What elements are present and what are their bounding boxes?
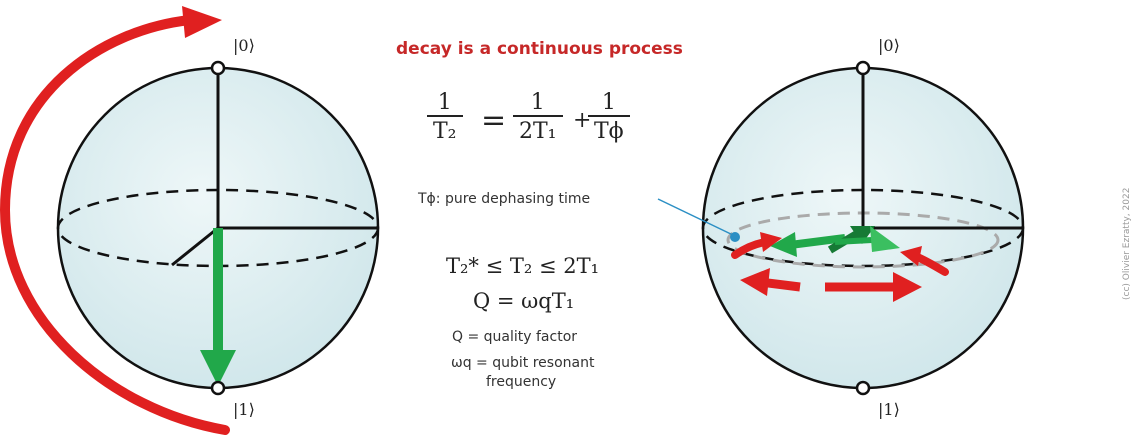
formula-equals: =: [481, 103, 507, 138]
right-top-state-label: |0⟩: [878, 36, 900, 55]
t2-numerator: 1: [437, 90, 452, 115]
left-bottom-state-label: |1⟩: [233, 400, 255, 419]
t1-numerator: 1: [530, 90, 545, 115]
left-pole-top: [210, 60, 226, 76]
phase-spread-arrows: [731, 232, 949, 302]
tphi-numerator: 1: [601, 90, 616, 115]
right-bloch-sphere: [657, 60, 1025, 396]
left-y-axis: [171, 226, 219, 267]
right-pole-bottom: [855, 380, 871, 396]
right-bottom-state-label: |1⟩: [878, 400, 900, 419]
quality-definition: Q = quality factor: [452, 329, 578, 345]
tphi-fraction: 1 Tϕ: [588, 90, 630, 144]
dephasing-point: [730, 232, 740, 242]
decay-arrow: [0, 6, 230, 435]
formula-plus: +: [573, 108, 592, 133]
quality-formula: Q = ωqT₁: [473, 289, 575, 313]
t1-fraction: 1 2T₁: [513, 90, 563, 144]
omega-definition-line1: ωq = qubit resonant: [451, 355, 595, 371]
left-top-state-label: |0⟩: [233, 36, 255, 55]
left-bloch-sphere: [56, 60, 380, 396]
tphi-denominator: Tϕ: [588, 115, 630, 144]
dephasing-label: Tϕ: pure dephasing time: [418, 191, 591, 207]
left-state-arrowhead: [200, 350, 236, 386]
left-pole-bottom: [210, 380, 226, 396]
coherence-inequality: T₂* ≤ T₂ ≤ 2T₁: [446, 254, 600, 278]
page-title: decay is a continuous process: [396, 39, 683, 59]
dephasing-vectors: [770, 226, 900, 257]
copyright-notice: (cc) Olivier Ezratty, 2022: [1122, 187, 1132, 300]
t2-denominator: T₂: [427, 115, 463, 144]
right-pole-top: [855, 60, 871, 76]
dephasing-pointer: [657, 198, 736, 237]
omega-definition-line2: frequency: [486, 374, 557, 390]
t2-fraction: 1 T₂: [427, 90, 463, 144]
t1-denominator: 2T₁: [513, 115, 563, 144]
